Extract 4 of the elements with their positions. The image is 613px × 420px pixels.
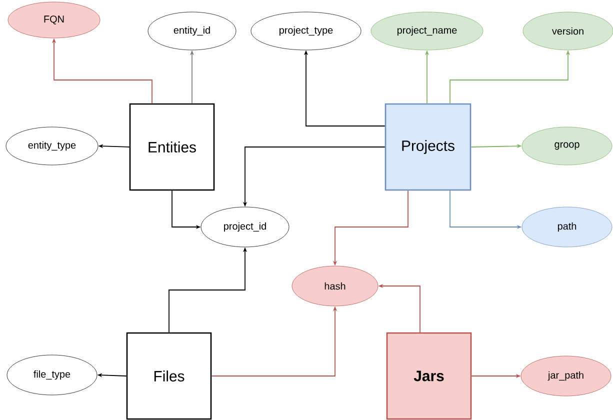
entity-box: Jars — [386, 332, 472, 420]
entity-box: Entities — [129, 103, 215, 191]
entity-box: Projects — [384, 103, 472, 191]
entity-box: Files — [126, 332, 212, 420]
